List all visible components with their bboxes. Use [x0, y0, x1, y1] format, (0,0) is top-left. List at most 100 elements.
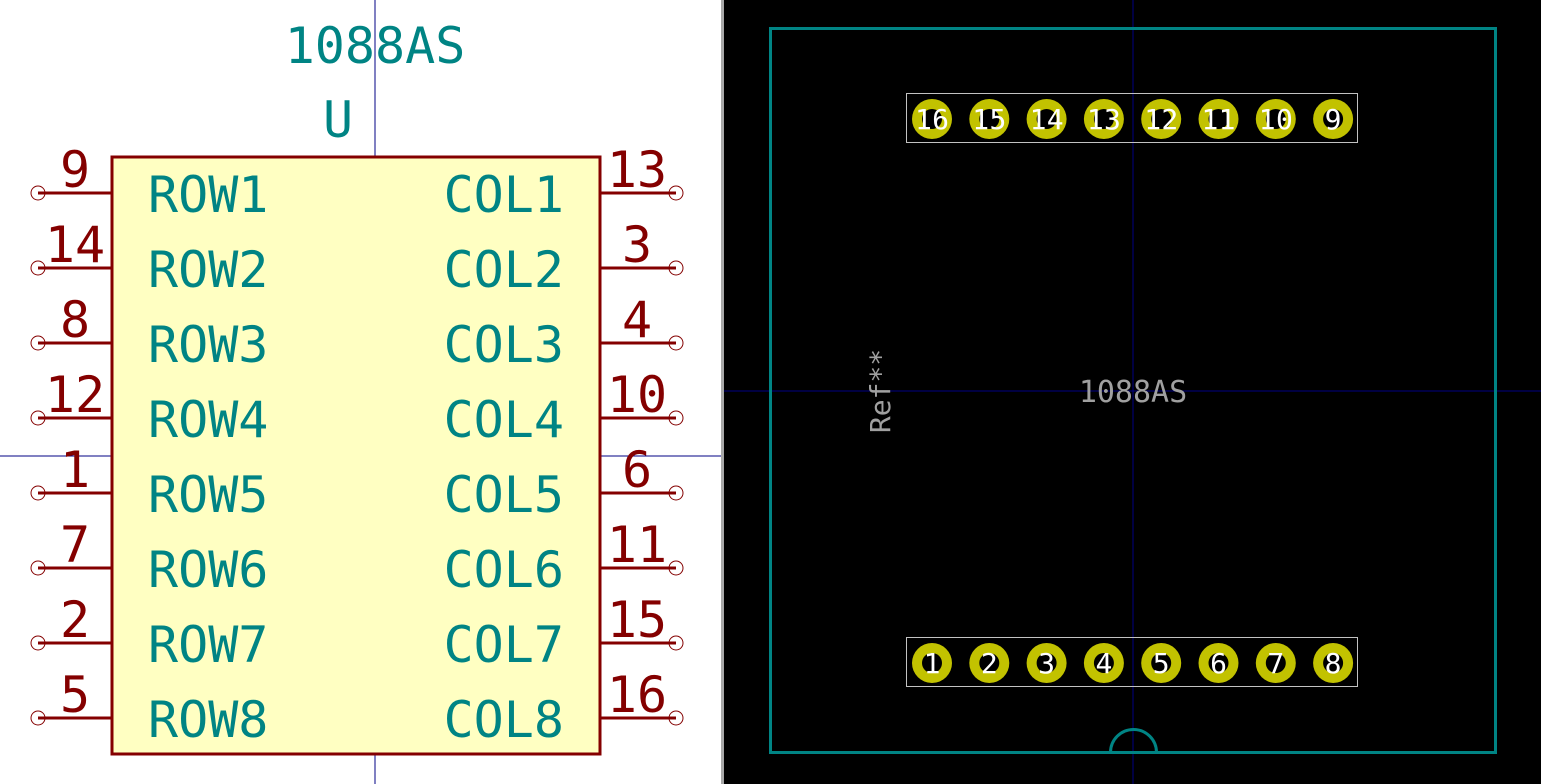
pad-number: 13 — [1087, 103, 1121, 136]
pad-5[interactable]: 5 — [1141, 643, 1182, 683]
pin-number: 3 — [622, 216, 652, 274]
pin-number: 12 — [45, 366, 105, 424]
pin-endpoint-circle[interactable] — [30, 635, 46, 651]
pad-drill-hole — [1093, 653, 1114, 673]
pad-2[interactable]: 2 — [969, 643, 1010, 683]
pin-endpoint-circle[interactable] — [668, 185, 684, 201]
pin-number: 6 — [622, 441, 652, 499]
pad-8[interactable]: 8 — [1313, 643, 1354, 683]
pin-endpoint-circle[interactable] — [30, 260, 46, 276]
pin-number: 2 — [60, 591, 90, 649]
pad-drill-hole — [1093, 109, 1114, 129]
pin-endpoint-circle[interactable] — [30, 560, 46, 576]
pad-number: 11 — [1202, 103, 1236, 136]
pin-endpoint-circle[interactable] — [668, 560, 684, 576]
pad-drill-hole — [979, 109, 1000, 129]
pin-number: 5 — [60, 666, 90, 724]
pin-number: 1 — [60, 441, 90, 499]
pad-number: 14 — [1030, 103, 1064, 136]
pin-right-13[interactable]: 13 — [600, 141, 684, 201]
pin-endpoint-circle[interactable] — [668, 410, 684, 426]
pad-number: 8 — [1325, 647, 1342, 680]
pad-10[interactable]: 10 — [1255, 99, 1296, 139]
pad-13[interactable]: 13 — [1083, 99, 1124, 139]
pin-number: 9 — [60, 141, 90, 199]
pin-endpoint-circle[interactable] — [30, 185, 46, 201]
pin-name: ROW3 — [148, 316, 268, 374]
pin-left-7[interactable]: 7 — [30, 516, 112, 576]
pad-4[interactable]: 4 — [1083, 643, 1124, 683]
pin-endpoint-circle[interactable] — [668, 635, 684, 651]
pad-6[interactable]: 6 — [1198, 643, 1239, 683]
pad-number: 12 — [1144, 103, 1178, 136]
pin-name: COL7 — [444, 616, 564, 674]
pin-left-2[interactable]: 2 — [30, 591, 112, 651]
footprint-reference-text[interactable]: Ref** — [864, 349, 897, 433]
pin-right-16[interactable]: 16 — [600, 666, 684, 726]
pad-7[interactable]: 7 — [1255, 643, 1296, 683]
silkscreen-bottom-row-box — [906, 637, 1358, 687]
pin-endpoint-circle[interactable] — [668, 710, 684, 726]
pin-endpoint-circle[interactable] — [668, 485, 684, 501]
pin-number: 8 — [60, 291, 90, 349]
pad-14[interactable]: 14 — [1026, 99, 1067, 139]
pin-endpoint-circle[interactable] — [30, 710, 46, 726]
pin-right-10[interactable]: 10 — [600, 366, 684, 426]
pin-right-15[interactable]: 15 — [600, 591, 684, 651]
pin-left-9[interactable]: 9 — [30, 141, 112, 201]
pin-endpoint-circle[interactable] — [30, 485, 46, 501]
pin-left-14[interactable]: 14 — [30, 216, 112, 276]
pad-16[interactable]: 16 — [912, 99, 952, 139]
pin-right-11[interactable]: 11 — [600, 516, 684, 576]
pin-right-3[interactable]: 3 — [600, 216, 684, 276]
pad-12[interactable]: 12 — [1141, 99, 1182, 139]
pad-drill-hole — [922, 653, 942, 673]
pin-endpoint-circle[interactable] — [30, 335, 46, 351]
component-body[interactable] — [110, 155, 602, 756]
pad-number: 15 — [972, 103, 1006, 136]
pad-drill-hole — [1036, 109, 1057, 129]
pad-11[interactable]: 11 — [1198, 99, 1239, 139]
pin-number: 14 — [45, 216, 105, 274]
pane-divider[interactable] — [721, 0, 724, 784]
pin-left-1[interactable]: 1 — [30, 441, 112, 501]
pin-left-5[interactable]: 5 — [30, 666, 112, 726]
pad-drill-hole — [1323, 109, 1344, 129]
footprint-value-text[interactable]: 1088AS — [1079, 375, 1187, 410]
pad-15[interactable]: 15 — [969, 99, 1010, 139]
pad-1[interactable]: 1 — [912, 643, 952, 683]
pad-3[interactable]: 3 — [1026, 643, 1067, 683]
pin-left-12[interactable]: 12 — [30, 366, 112, 426]
silkscreen-top-row-box — [906, 93, 1358, 143]
pin-endpoint-circle[interactable] — [668, 260, 684, 276]
pad-number: 7 — [1267, 647, 1284, 680]
pin-endpoint-circle[interactable] — [668, 335, 684, 351]
pin-name: ROW7 — [148, 616, 268, 674]
pin-name: ROW2 — [148, 241, 268, 299]
component-value-field[interactable]: 1088AS — [285, 17, 466, 75]
pin-name: COL5 — [444, 466, 564, 524]
pad-9[interactable]: 9 — [1313, 99, 1354, 139]
pad-drill-hole — [1036, 653, 1057, 673]
pin-name: ROW5 — [148, 466, 268, 524]
pad-drill-hole — [979, 653, 1000, 673]
pin-number: 7 — [60, 516, 90, 574]
pin-number: 13 — [607, 141, 667, 199]
pad-drill-hole — [1323, 653, 1344, 673]
pin-label-group: ROW1ROW2ROW3ROW4ROW5ROW6ROW7ROW8COL1COL2… — [148, 166, 564, 749]
pin-endpoint-circle[interactable] — [30, 410, 46, 426]
component-reference-field[interactable]: U — [323, 91, 353, 149]
pad-drill-hole — [1208, 653, 1229, 673]
pin-name: COL8 — [444, 691, 564, 749]
pin-right-4[interactable]: 4 — [600, 291, 684, 351]
pin-left-8[interactable]: 8 — [30, 291, 112, 351]
pad-number: 10 — [1259, 103, 1293, 136]
pin-right-6[interactable]: 6 — [600, 441, 684, 501]
pin-name: ROW1 — [148, 166, 268, 224]
pad-number: 5 — [1153, 647, 1170, 680]
